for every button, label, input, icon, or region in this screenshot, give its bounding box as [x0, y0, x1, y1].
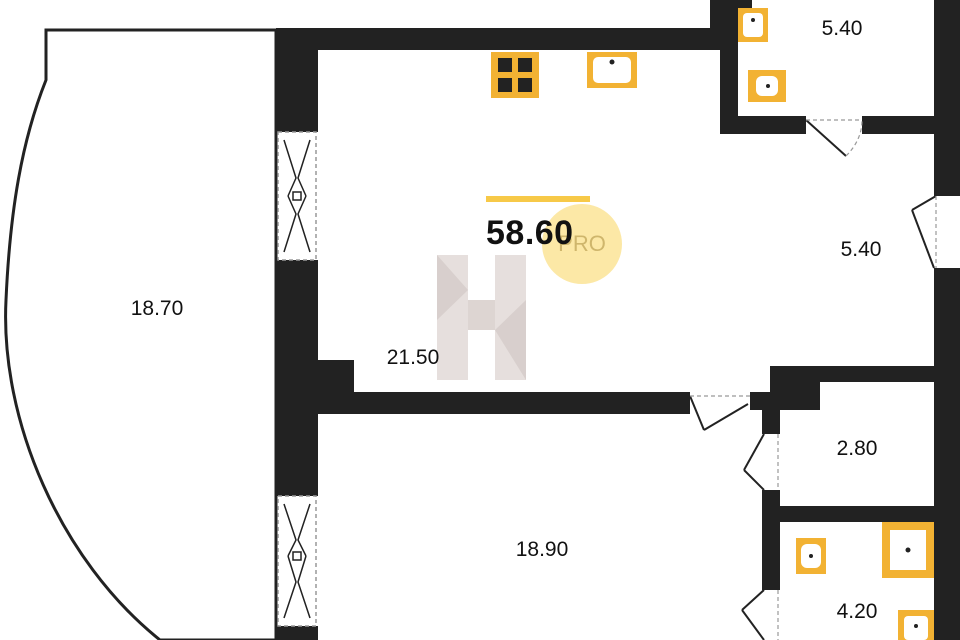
- room-area-kitchen-living: 21.50: [386, 346, 440, 369]
- window-icon: [277, 131, 317, 261]
- toilet-icon: [796, 538, 826, 574]
- total-area-value: 58.60: [486, 214, 574, 252]
- stove-icon: [491, 52, 539, 98]
- shower-icon: [882, 522, 934, 578]
- room-area-bedroom: 18.90: [515, 538, 569, 561]
- room-area-bathroom-top: 5.40: [821, 17, 863, 40]
- total-area-accent-line: [486, 196, 590, 202]
- door-swing-icon: [741, 589, 779, 640]
- logo-watermark-icon: [437, 255, 526, 380]
- walls: [276, 0, 960, 640]
- pro-watermark-text: PRO: [558, 231, 606, 256]
- toilet-icon: [748, 70, 786, 102]
- door-swing-icon: [743, 433, 779, 491]
- door-swing-icon: [689, 395, 750, 431]
- pro-watermark-badge: PRO: [542, 204, 622, 284]
- door-swing-icon: [911, 195, 937, 269]
- window-icon: [277, 495, 317, 627]
- door-swing-icon: [805, 119, 863, 157]
- total-area-block: PRO 58.60: [486, 196, 636, 296]
- sink-icon: [587, 52, 637, 88]
- sink-icon: [898, 610, 934, 640]
- room-area-hallway: 5.40: [840, 238, 882, 261]
- loggia-left-outline: [4, 28, 278, 640]
- room-area-bathroom-bottom: 4.20: [836, 600, 878, 623]
- room-area-storage: 2.80: [836, 437, 878, 460]
- room-area-loggia: 18.70: [130, 297, 184, 320]
- sink-icon: [738, 8, 768, 42]
